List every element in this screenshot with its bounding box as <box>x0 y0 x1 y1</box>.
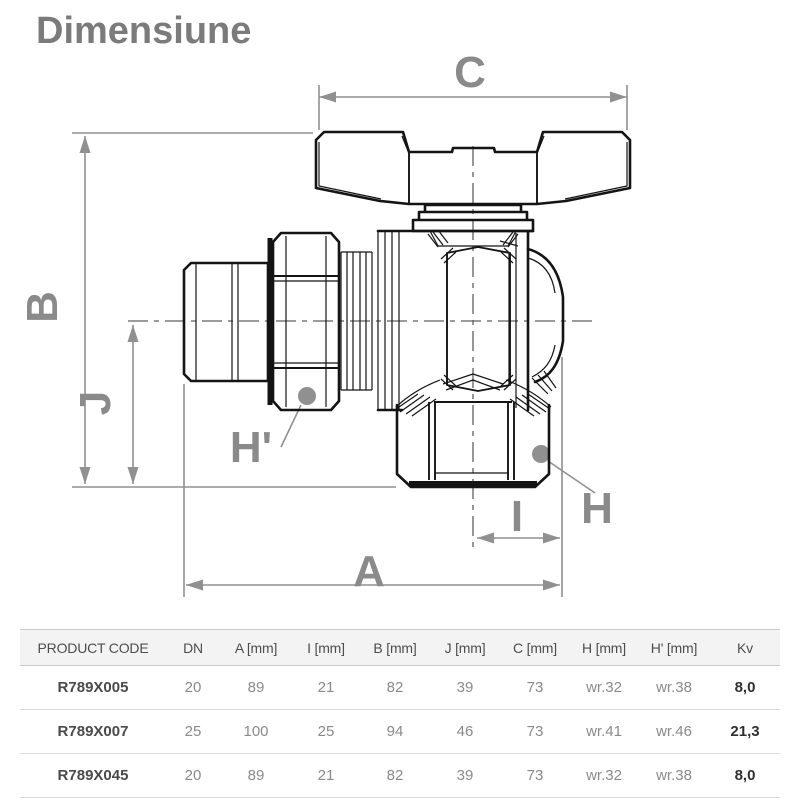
union-nut-outline <box>271 231 341 412</box>
cell-i: 21 <box>317 767 335 784</box>
dimension-lines <box>72 85 628 597</box>
header-kv: Kv <box>737 639 753 656</box>
dim-label-j: J <box>71 391 120 415</box>
handle-outline <box>314 130 632 206</box>
table-row: R789X045 20 89 21 82 39 73 wr.32 wr.38 8… <box>20 754 780 798</box>
cell-a: 89 <box>247 679 265 696</box>
header-a: A [mm] <box>234 639 278 656</box>
header-j: J [mm] <box>444 639 486 656</box>
valve-technical-drawing: C B J A I H H' <box>18 48 632 597</box>
dimension-labels: C B J A I H H' <box>18 48 613 596</box>
dimensions-table: PRODUCT CODE DN A [mm] I [mm] B [mm] J [… <box>20 629 780 798</box>
header-product-code: PRODUCT CODE <box>37 639 149 656</box>
cell-h: wr.41 <box>586 723 622 740</box>
cell-b: 82 <box>386 679 404 696</box>
header-dn: DN <box>183 639 203 656</box>
cell-dn: 20 <box>184 679 202 696</box>
header-h-prime: H' [mm] <box>650 639 698 656</box>
cell-a: 100 <box>243 723 269 740</box>
cell-j: 39 <box>456 767 474 784</box>
cell-a: 89 <box>247 767 265 784</box>
h-prime-marker-dot <box>298 387 316 405</box>
table-row: R789X005 20 89 21 82 39 73 wr.32 wr.38 8… <box>20 666 780 710</box>
cell-c: 73 <box>526 723 544 740</box>
cell-c: 73 <box>526 679 544 696</box>
table-header-row: PRODUCT CODE DN A [mm] I [mm] B [mm] J [… <box>20 629 780 666</box>
cell-b: 94 <box>386 723 404 740</box>
dim-label-h: H <box>581 484 613 533</box>
dim-label-c: C <box>454 48 486 97</box>
dim-label-b: B <box>18 291 67 323</box>
cell-kv: 8,0 <box>734 679 756 696</box>
header-c: C [mm] <box>513 639 557 656</box>
dim-label-i: I <box>511 492 523 541</box>
male-thread-outline <box>182 261 270 383</box>
cell-kv: 8,0 <box>734 767 756 784</box>
cell-dn: 20 <box>184 767 202 784</box>
header-i: I [mm] <box>307 639 345 656</box>
cell-h-prime: wr.38 <box>656 767 692 784</box>
cell-h-prime: wr.38 <box>656 679 692 696</box>
cell-h-prime: wr.46 <box>656 723 692 740</box>
cell-c: 73 <box>526 767 544 784</box>
cell-h: wr.32 <box>586 767 622 784</box>
header-b: B [mm] <box>373 639 417 656</box>
cell-product-code: R789X007 <box>57 723 129 740</box>
table-row: R789X007 25 100 25 94 46 73 wr.41 wr.46 … <box>20 710 780 754</box>
dim-label-h-prime: H' <box>230 423 272 472</box>
cell-i: 21 <box>317 679 335 696</box>
cell-j: 39 <box>456 679 474 696</box>
cell-b: 82 <box>386 767 404 784</box>
cell-kv: 21,3 <box>730 723 760 740</box>
cell-j: 46 <box>456 723 474 740</box>
bottom-hex-outline <box>395 403 551 489</box>
dim-label-a: A <box>353 547 385 596</box>
valve-body-artwork <box>182 130 632 489</box>
header-h: H [mm] <box>582 639 626 656</box>
cell-h: wr.32 <box>586 679 622 696</box>
page-title: Dimensiune <box>36 10 252 52</box>
h-marker-dot <box>532 445 550 463</box>
cell-product-code: R789X045 <box>57 767 129 784</box>
cell-i: 25 <box>317 723 335 740</box>
cell-product-code: R789X005 <box>57 679 129 696</box>
cell-dn: 25 <box>184 723 202 740</box>
